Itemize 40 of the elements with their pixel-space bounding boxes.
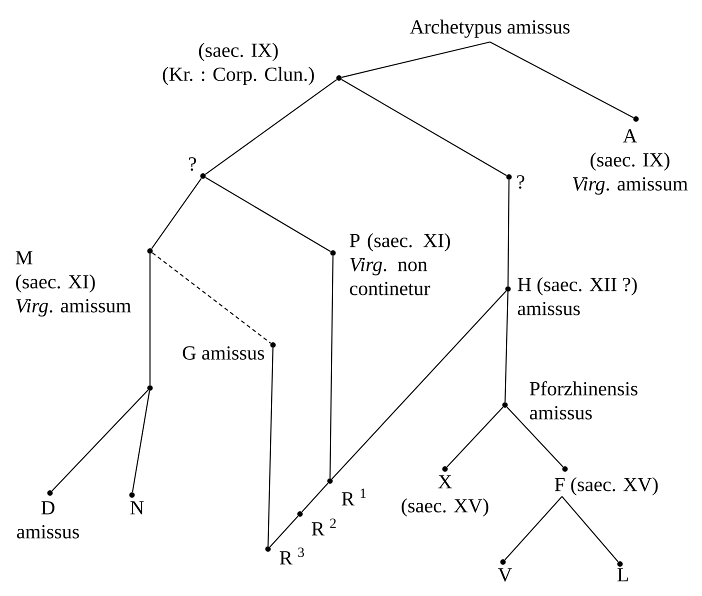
stemma-line <box>52 390 148 492</box>
stemma-line <box>151 178 202 249</box>
manuscript-label: L <box>617 568 628 582</box>
manuscript-label: D amissus <box>17 501 79 538</box>
manuscript-label: R $^{1}$ <box>342 488 366 506</box>
manuscript-label: X (saec. XV) <box>402 475 488 517</box>
stemma-line <box>205 177 331 252</box>
manuscript-label: P (saec. XI) Virg. non continetur <box>350 233 450 296</box>
manuscript-label: V <box>498 568 512 582</box>
manuscript-label: A (saec. IX) Virg. amissum <box>573 129 688 195</box>
manuscript-label: F (saec. XV) <box>554 477 658 496</box>
stemma-line <box>490 42 634 118</box>
stemma-line <box>342 41 490 78</box>
stemma-line <box>268 348 274 546</box>
stemma-line <box>152 252 271 344</box>
manuscript-label: Pforzhinensis amissus <box>530 381 638 420</box>
stemma-line <box>149 254 151 386</box>
stemma-line <box>270 516 298 548</box>
manuscript-label: H (saec. XII ?) amissus <box>518 277 637 316</box>
stemma-line <box>506 406 564 468</box>
stemma-line <box>504 496 562 560</box>
manuscript-label: (saec. IX) (Kr. : Corp. Clun.) <box>162 42 314 86</box>
stemma-line <box>332 290 506 480</box>
manuscript-label: ? <box>517 175 524 189</box>
stemma-line <box>507 180 510 286</box>
stemma-line <box>132 390 150 492</box>
stemma-line <box>446 406 504 468</box>
stemma-line <box>504 292 508 402</box>
stemma-line <box>330 256 334 478</box>
manuscript-label: R $^{2}$ <box>312 518 336 536</box>
manuscript-label: Archetypus amissus <box>410 20 570 38</box>
manuscript-label: M (saec. XI) Virg. amissum <box>16 251 131 317</box>
stemma-line <box>562 496 618 562</box>
manuscript-label: N <box>130 501 144 514</box>
manuscript-label: R $^{3}$ <box>280 548 304 564</box>
stemma-line <box>205 79 337 175</box>
manuscript-label: G amissus <box>182 346 264 360</box>
stemma-line <box>341 79 507 176</box>
stemma-line <box>302 482 328 512</box>
manuscript-label: ? <box>188 157 196 171</box>
